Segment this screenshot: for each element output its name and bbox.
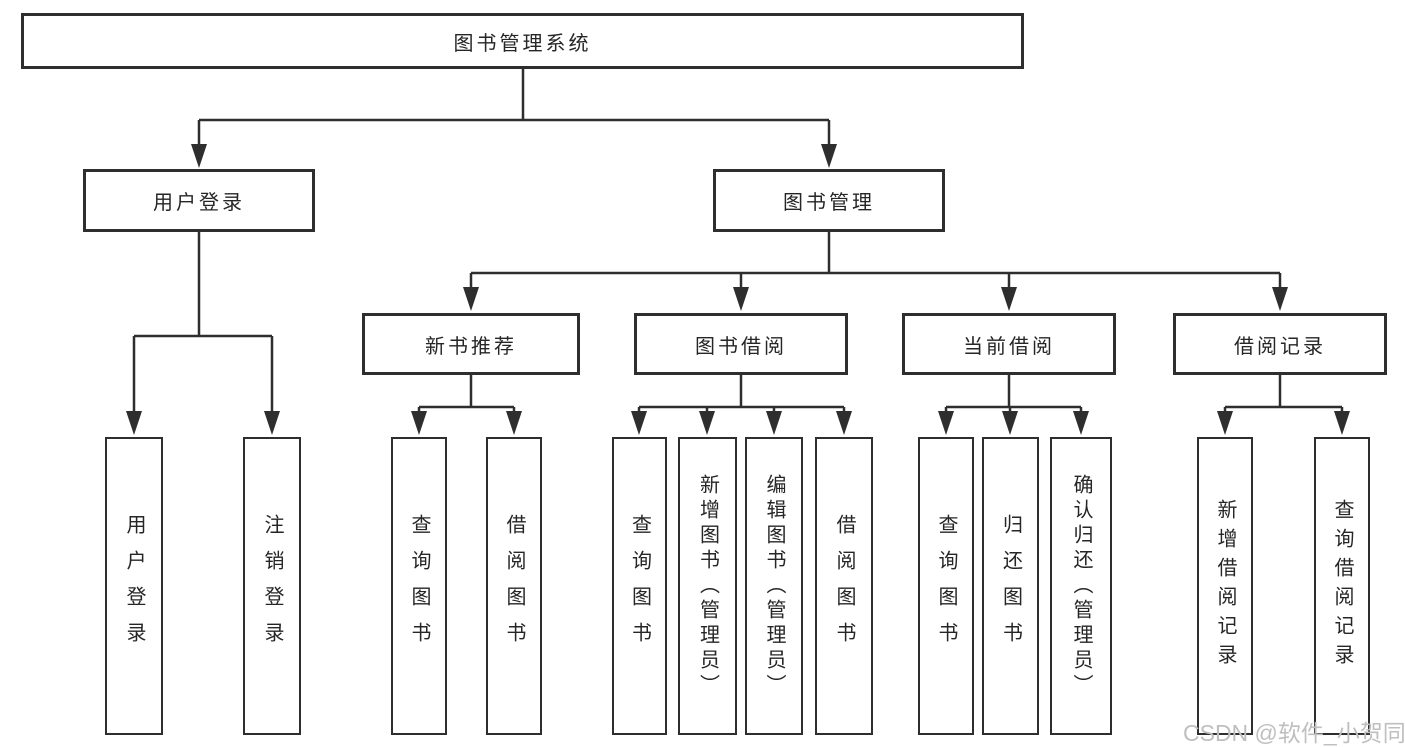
node-label: 借阅记录	[1234, 335, 1326, 358]
leaf-confirm-return-admin: 确认归还（管理员）	[1050, 437, 1112, 735]
arrowhead-icon	[1272, 287, 1288, 311]
leaf-label: 新增图书（管理员）	[696, 473, 719, 699]
arrowhead-icon	[631, 411, 647, 435]
leaf-borrow-books-2: 借阅图书	[815, 437, 873, 735]
arrowhead-icon	[191, 144, 207, 168]
node-label: 图书借阅	[695, 335, 787, 358]
leaf-label: 借阅图书	[503, 514, 525, 658]
arrowhead-icon	[1217, 411, 1233, 435]
leaf-query-books-1: 查询图书	[391, 437, 447, 735]
arrowhead-icon	[938, 411, 954, 435]
leaf-label: 查询图书	[628, 514, 651, 658]
leaf-label: 新增借阅记录	[1214, 499, 1236, 673]
arrowhead-icon	[699, 411, 715, 435]
arrowhead-icon	[126, 411, 142, 435]
leaf-edit-books-admin: 编辑图书（管理员）	[745, 437, 803, 735]
arrowhead-icon	[411, 411, 427, 435]
node-book-management: 图书管理	[713, 169, 945, 232]
leaf-query-borrow-record: 查询借阅记录	[1314, 437, 1370, 735]
arrowhead-icon	[1002, 411, 1018, 435]
node-borrowing-records: 借阅记录	[1173, 313, 1387, 375]
leaf-label: 借阅图书	[833, 514, 855, 658]
leaf-return-books: 归还图书	[982, 437, 1039, 735]
arrowhead-icon	[264, 411, 280, 435]
leaf-label: 用户登录	[123, 514, 145, 658]
arrowhead-icon	[506, 411, 522, 435]
leaf-label: 查询图书	[935, 514, 957, 658]
arrowhead-icon	[1334, 411, 1350, 435]
node-label: 新书推荐	[425, 335, 517, 358]
arrowhead-icon	[1073, 411, 1089, 435]
arrowhead-icon	[766, 411, 782, 435]
leaf-query-books-2: 查询图书	[612, 437, 667, 735]
leaf-label: 确认归还（管理员）	[1070, 473, 1092, 699]
leaf-label: 编辑图书（管理员）	[763, 473, 785, 699]
leaf-add-borrow-record: 新增借阅记录	[1197, 437, 1253, 735]
node-label: 用户登录	[153, 192, 245, 214]
leaf-borrow-books-1: 借阅图书	[486, 437, 542, 735]
arrowhead-icon	[733, 287, 749, 311]
node-user-login: 用户登录	[83, 169, 315, 232]
leaf-logout: 注销登录	[243, 437, 301, 735]
arrowhead-icon	[836, 411, 852, 435]
leaf-label: 查询图书	[408, 514, 430, 658]
leaf-label: 注销登录	[261, 514, 283, 658]
node-label: 图书管理	[783, 192, 875, 214]
arrowhead-icon	[1001, 287, 1017, 311]
node-current-borrowing: 当前借阅	[902, 313, 1116, 375]
node-new-book-recommend: 新书推荐	[362, 313, 580, 375]
leaf-query-books-3: 查询图书	[918, 437, 974, 735]
arrowhead-icon	[463, 287, 479, 311]
leaf-add-books-admin: 新增图书（管理员）	[678, 437, 737, 735]
arrowhead-icon	[821, 144, 837, 168]
leaf-label: 归还图书	[999, 514, 1022, 658]
leaf-user-login: 用户登录	[105, 437, 163, 735]
node-book-borrowing: 图书借阅	[634, 313, 848, 375]
node-label: 图书管理系统	[453, 32, 592, 55]
node-label: 当前借阅	[963, 335, 1055, 358]
node-root: 图书管理系统	[21, 13, 1024, 69]
leaf-label: 查询借阅记录	[1331, 499, 1353, 673]
